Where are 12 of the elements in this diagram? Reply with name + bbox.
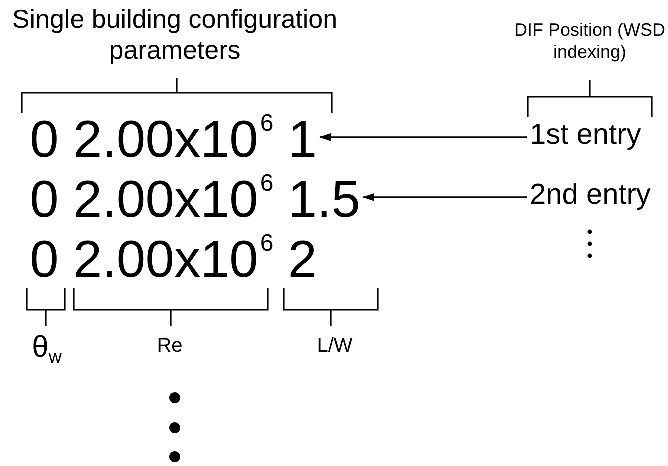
entry-label: 1st entry bbox=[530, 121, 642, 150]
arrow bbox=[319, 133, 527, 142]
parameter-row: 0 2.00x10$^{6}$ 1.5 bbox=[30, 174, 361, 226]
parameter-row: 0 2.00x10$^{6}$ 1 bbox=[30, 114, 318, 166]
parameter-symbol: L/W bbox=[316, 334, 354, 358]
parameter-symbol: Re bbox=[156, 334, 184, 358]
arrow bbox=[362, 193, 527, 202]
entry-label: 2nd entry bbox=[530, 181, 651, 210]
bracket-caption: DIF Position (WSD indexing) bbox=[513, 20, 667, 64]
parameter-symbol: θ$_{w}$ bbox=[31, 330, 63, 366]
parameter-row: 0 2.00x10$^{6}$ 2 bbox=[30, 234, 318, 286]
bracket-caption: Single building configuration parameters bbox=[11, 4, 339, 66]
